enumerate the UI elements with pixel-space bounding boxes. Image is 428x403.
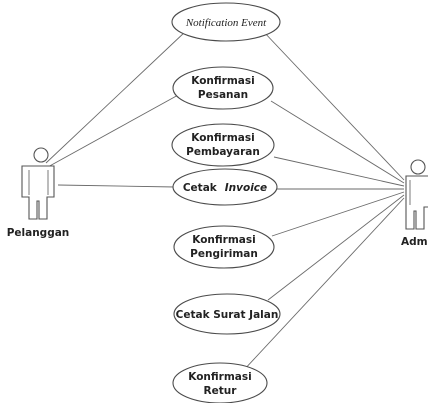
use-case-label-part2: Invoice (225, 182, 267, 194)
assoc-admin-notification (261, 29, 405, 181)
assoc-admin-pengiriman (271, 191, 405, 237)
actor-body (21, 165, 55, 220)
assoc-admin-surat-jalan (267, 194, 405, 301)
assoc-pelanggan-notification (45, 30, 187, 164)
actor-label: Pelanggan (7, 227, 70, 239)
use-case-label-line1: Konfirmasi (188, 371, 251, 383)
actor-pelanggan[interactable]: Pelanggan (7, 147, 70, 239)
use-case-label-line1: Konfirmasi (192, 234, 255, 246)
assoc-admin-pembayaran (273, 156, 405, 187)
use-case-konfirmasi-pembayaran[interactable]: Konfirmasi Pembayaran (171, 123, 275, 167)
use-case-label-line2: Pengiriman (190, 248, 258, 260)
admin-associations (241, 29, 405, 373)
use-case-konfirmasi-pesanan[interactable]: Konfirmasi Pesanan (172, 66, 274, 110)
use-case-cetak-invoice[interactable]: Cetak Invoice (172, 168, 278, 206)
use-case-cetak-surat-jalan[interactable]: Cetak Surat Jalan (173, 293, 281, 335)
pelanggan-associations (45, 30, 187, 188)
use-case-notification-event[interactable]: Notification Event (171, 2, 281, 42)
assoc-admin-retur (241, 197, 405, 373)
actor-admin[interactable]: Admin (401, 159, 428, 248)
actor-head (33, 147, 49, 163)
use-case-label-line2: Pesanan (198, 89, 248, 101)
actor-body (405, 175, 428, 230)
use-case-label: Cetak Invoice (183, 178, 267, 195)
use-case-label-line2: Retur (204, 385, 238, 397)
use-case-konfirmasi-pengiriman[interactable]: Konfirmasi Pengiriman (173, 225, 275, 269)
actor-label: Admin (401, 236, 428, 248)
actor-head (410, 159, 426, 175)
use-case-label: Notification Event (185, 17, 267, 29)
use-case-label: Cetak Surat Jalan (176, 309, 279, 321)
use-case-label-line1: Konfirmasi (191, 132, 254, 144)
assoc-pelanggan-invoice (57, 184, 176, 188)
use-case-konfirmasi-retur[interactable]: Konfirmasi Retur (172, 362, 268, 403)
assoc-pelanggan-pesanan (45, 93, 181, 169)
use-case-label-line2: Pembayaran (186, 146, 260, 158)
use-case-label-part1: Cetak (183, 182, 218, 194)
use-case-label-line1: Konfirmasi (191, 75, 254, 87)
assoc-admin-pesanan (270, 100, 405, 184)
